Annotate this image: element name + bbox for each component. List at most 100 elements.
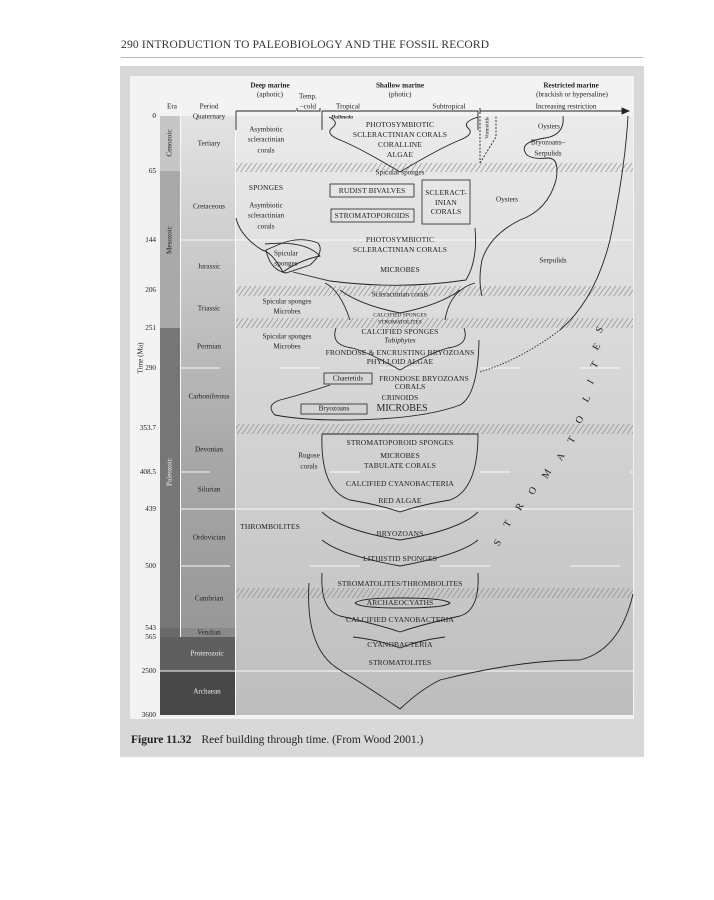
header-aphotic: (aphotic) (257, 90, 283, 99)
label: Oysters (496, 195, 518, 204)
label: Oysters (538, 122, 560, 131)
header-restricted-marine: Restricted marine (543, 81, 599, 90)
period-permian: Permian (197, 342, 221, 351)
label: Serpulids (539, 256, 567, 265)
label: RUDIST BIVALVES (338, 186, 406, 196)
label: SCLERACTINIAN CORALS (352, 245, 448, 255)
label: corals (257, 146, 275, 155)
label: Bryozoans– (530, 138, 566, 147)
tick-0: 0 (152, 112, 156, 120)
header-cold: –cold (300, 102, 316, 111)
era-mesozoic: Mesozoic (165, 226, 174, 254)
label: ARCHAEOCYATHS (366, 598, 434, 608)
era-paleozoic: Paleozoic (165, 458, 174, 486)
era-strip-paleozoic-vendian (160, 628, 180, 637)
period-quaternary: Quaternary (192, 112, 226, 121)
label: Rugose (298, 451, 320, 460)
label: STROMATOLITES/THROMBOLITES (337, 579, 463, 589)
label: PHOTOSYMBIOTIC (365, 120, 435, 130)
period-vendian: Vendian (197, 628, 221, 637)
era-block-proterozoic (160, 637, 235, 671)
figure-caption: Figure 11.32 Reef building through time. … (131, 734, 423, 746)
header-shallow-marine: Shallow marine (375, 81, 425, 90)
tick-353-7: 353.7 (139, 424, 156, 432)
label: Chaetetids (332, 374, 364, 383)
label: TABULATE CORALS (364, 461, 436, 471)
tick-565: 565 (145, 633, 156, 641)
label: MICROBES (380, 265, 420, 275)
period-ordovician: Ordovician (192, 533, 226, 542)
label: STROMATOPOROID SPONGES (346, 438, 454, 448)
caption-label: Figure 11.32 (131, 734, 192, 746)
era-block-archaean (160, 671, 235, 715)
period-carboniferous: Carboniferous (188, 392, 230, 401)
label: RED ALGAE (378, 496, 422, 506)
label: STROMATOLITES (378, 319, 422, 326)
period-silurian: Silurian (197, 485, 221, 494)
header-photic: (photic) (388, 90, 412, 99)
header-increasing-restriction: Increasing restriction (532, 103, 600, 111)
period-column (180, 116, 235, 637)
hatch-bands (236, 163, 633, 598)
label: SCLERACTINIAN CORALS (352, 130, 448, 140)
tick-2500: 2500 (141, 667, 156, 675)
label: CORALLINE (378, 140, 422, 150)
label: Spicular (274, 249, 298, 258)
label: LITHISTID SPONGES (362, 554, 438, 564)
tick-251: 251 (145, 324, 156, 332)
header-tropical: Tropical (333, 102, 363, 111)
tick-144: 144 (145, 236, 156, 244)
period-tertiary: Tertiary (197, 139, 221, 148)
label: Serpulids (534, 149, 562, 158)
label: Spicular sponges (262, 332, 312, 341)
era-cenozoic: Cenozoic (165, 129, 174, 157)
tick-65: 65 (148, 167, 156, 175)
label: SPONGES (248, 183, 284, 193)
label-vermetids: Vermetids (484, 117, 491, 139)
tick-206: 206 (145, 286, 156, 294)
diagram-area (236, 116, 633, 715)
caption-text: Reef building through time. (From Wood 2… (201, 734, 424, 746)
tick-290: 290 (145, 364, 156, 372)
label: CRINOIDS (381, 393, 419, 403)
label: ALGAE (386, 150, 414, 160)
era-archaean: Archaean (193, 687, 221, 696)
label: BRYOZOANS (376, 529, 424, 539)
label: STROMATOPOROIDS (334, 211, 410, 221)
label: CALCIFIED SPONGES (373, 312, 427, 319)
label: Microbes (273, 342, 301, 351)
period-cretaceous: Cretaceous (193, 202, 225, 211)
label: FRONDOSE BRYOZOANS (379, 374, 469, 384)
label: FRONDOSE & ENCRUSTING BRYOZOANS (325, 348, 475, 358)
label: INIAN (434, 198, 458, 208)
tick-408-5: 408.5 (139, 468, 156, 476)
label: corals (300, 462, 318, 471)
label: SCLERACT- (425, 188, 467, 198)
era-strip-paleozoic (160, 328, 180, 628)
label: CORALS (430, 207, 462, 217)
running-head: 290 INTRODUCTION TO PALEOBIOLOGY AND THE… (121, 39, 490, 51)
tick-3600: 3600 (141, 711, 156, 719)
tick-500: 500 (145, 562, 156, 570)
label: MICROBES (376, 403, 428, 414)
label: Tubiphytes (384, 336, 416, 345)
period-jurassic: Jurassic (197, 262, 221, 271)
label: CALCIFIED CYANOBACTERIA (346, 479, 454, 489)
header-rule (121, 57, 643, 58)
label: scleractinian (247, 135, 285, 144)
label: Bryozoans (318, 404, 350, 413)
era-proterozoic: Proterozoic (190, 649, 224, 658)
label: CYANOBACTERIA (367, 640, 433, 650)
period-devonian: Devonian (195, 445, 223, 454)
label: MICROBES (380, 451, 420, 461)
label: Microbes (273, 307, 301, 316)
label: CALCIFIED SPONGES (361, 327, 439, 337)
tick-439: 439 (145, 505, 156, 513)
label: CALCIFIED CYANOBACTERIA (346, 615, 454, 625)
label: STROMATOLITES (368, 658, 432, 668)
header-brackish: (brackish or hypersaline) (536, 90, 608, 99)
label: CORALS (394, 382, 426, 392)
tick-543: 543 (145, 624, 156, 632)
label: corals (257, 222, 275, 231)
period-vendian-block (180, 628, 235, 637)
